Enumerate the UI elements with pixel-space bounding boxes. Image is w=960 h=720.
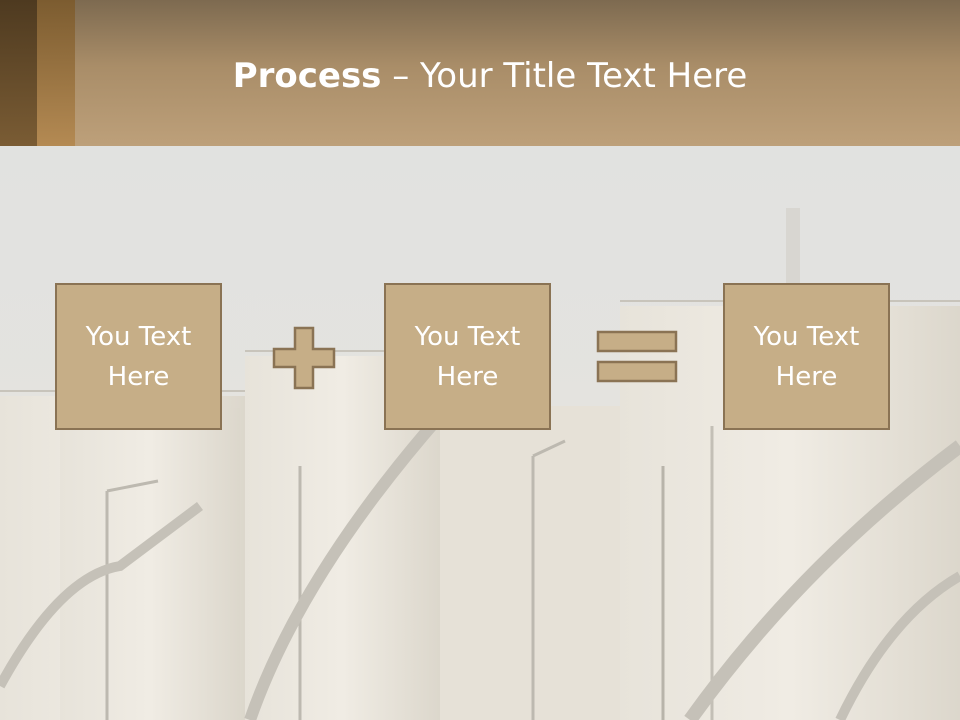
equals-icon [596, 330, 678, 383]
plus-icon [272, 326, 336, 390]
industrial-tanks-background [0, 146, 960, 720]
header-accent-mid [37, 0, 75, 146]
slide-title[interactable]: Process – Your Title Text Here [75, 48, 905, 104]
process-box-2-label: You Text Here [414, 321, 521, 392]
header-band: Process – Your Title Text Here [0, 0, 960, 146]
title-bold-part: Process [232, 56, 382, 96]
header-accent-dark [0, 0, 37, 146]
process-box-3[interactable]: You Text Here [723, 283, 890, 430]
title-rest-part: – Your Title Text Here [381, 56, 748, 96]
process-box-2[interactable]: You Text Here [384, 283, 551, 430]
process-box-1[interactable]: You Text Here [55, 283, 222, 430]
process-box-3-label: You Text Here [753, 321, 860, 392]
process-box-1-label: You Text Here [85, 321, 192, 392]
